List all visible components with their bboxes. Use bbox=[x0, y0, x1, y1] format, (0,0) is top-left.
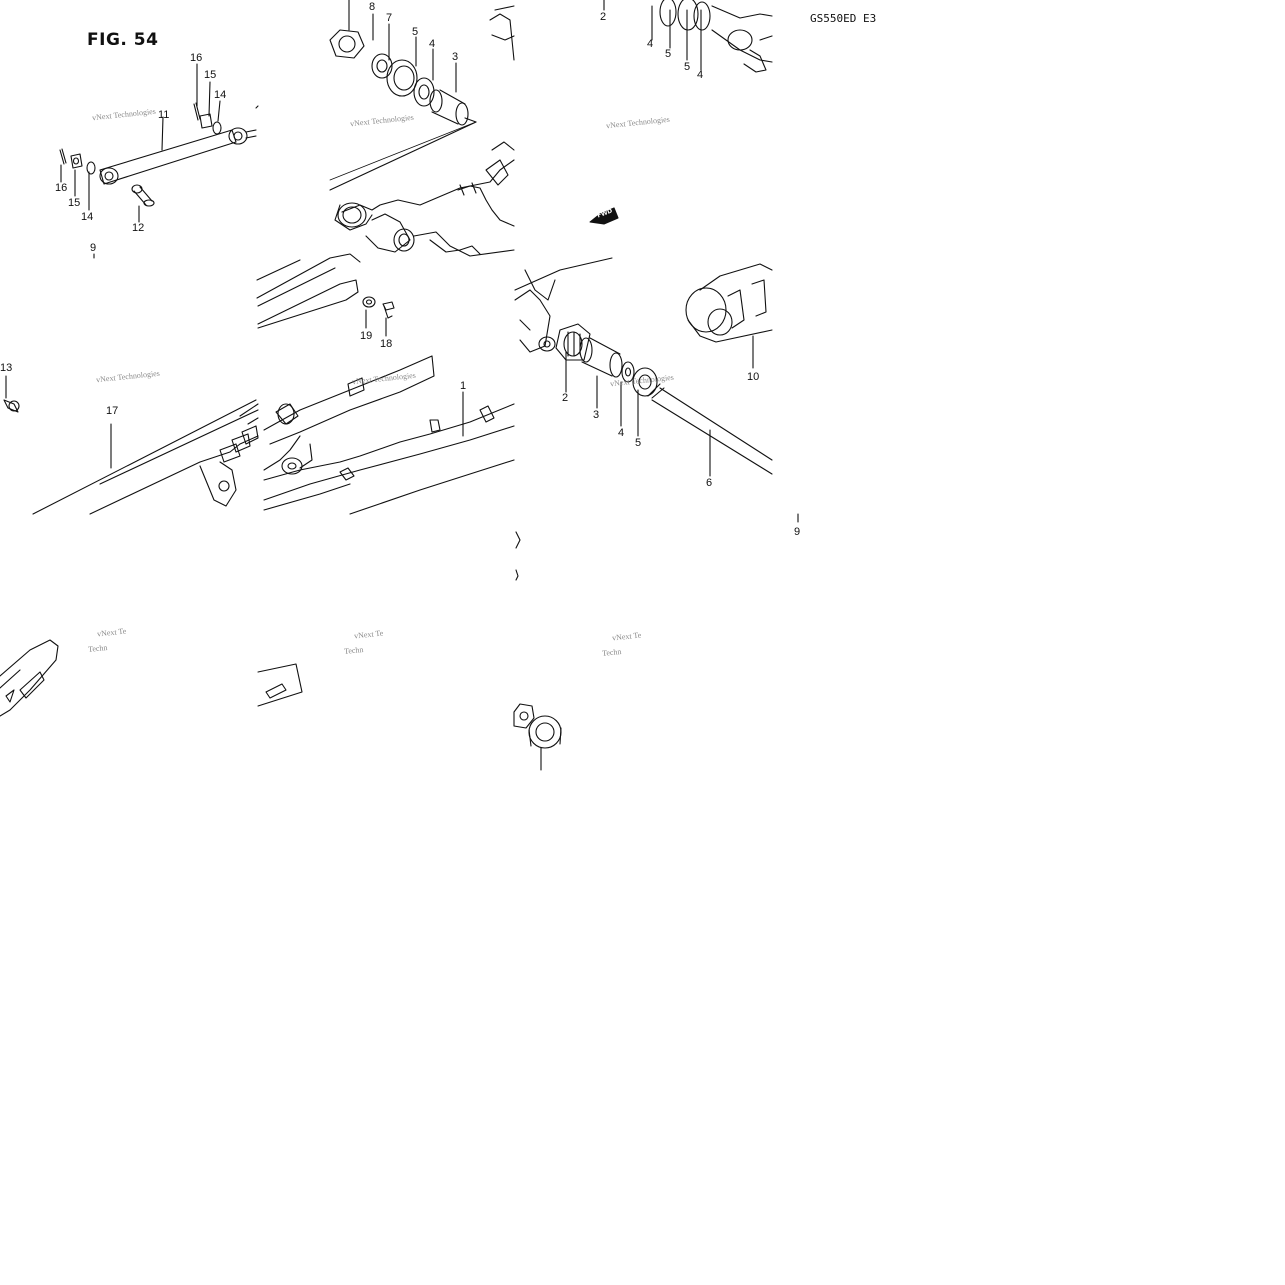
chain-adjuster-plate bbox=[258, 664, 302, 706]
right-pivot-parts bbox=[514, 0, 798, 770]
washer-front bbox=[213, 122, 221, 134]
figure-title: FIG. 54 bbox=[87, 30, 159, 50]
callout-19: 19 bbox=[360, 330, 373, 342]
pivot-spacer-right bbox=[582, 338, 620, 376]
callout-5: 5 bbox=[635, 437, 642, 449]
nut-front bbox=[200, 114, 212, 128]
callout-13: 13 bbox=[0, 362, 13, 374]
callout-14: 14 bbox=[214, 89, 227, 101]
callout-1: 1 bbox=[460, 380, 467, 392]
pivot-shaft bbox=[652, 388, 772, 474]
callout-3: 3 bbox=[452, 51, 459, 63]
chain-adjuster-tab bbox=[430, 406, 494, 432]
callout-4: 4 bbox=[697, 69, 704, 81]
torque-link-assembly bbox=[60, 64, 258, 258]
callout-3: 3 bbox=[593, 409, 600, 421]
callout-17: 17 bbox=[106, 405, 119, 417]
brake-stay-mount bbox=[340, 468, 354, 480]
callout-15: 15 bbox=[204, 69, 217, 81]
fwd-arrow bbox=[590, 208, 618, 224]
callout-5: 5 bbox=[412, 26, 419, 38]
chain-guard-clip bbox=[460, 183, 476, 195]
dust-seal-right bbox=[633, 368, 657, 396]
pivot-nut bbox=[330, 30, 364, 58]
nut-rear bbox=[71, 154, 82, 168]
callout-6: 6 bbox=[706, 477, 713, 489]
torque-link-rod bbox=[100, 130, 236, 184]
cotter-pin-rear bbox=[60, 150, 64, 164]
pivot-washer bbox=[372, 54, 392, 78]
callout-2: 2 bbox=[600, 11, 607, 23]
torque-link-rear-eye bbox=[100, 168, 118, 184]
callout-9: 9 bbox=[794, 526, 801, 538]
chain-case-bolt bbox=[384, 306, 392, 318]
callout-9: 9 bbox=[90, 242, 97, 254]
thrust-washer bbox=[622, 362, 634, 382]
callout-16: 16 bbox=[55, 182, 68, 194]
callout-8: 8 bbox=[369, 1, 376, 13]
needle-bearing bbox=[556, 324, 590, 360]
callout-7: 7 bbox=[386, 12, 393, 24]
callout-4: 4 bbox=[618, 427, 625, 439]
chain-case-end bbox=[0, 640, 58, 716]
pivot-bearing-parts bbox=[257, 0, 514, 336]
callout-4: 4 bbox=[429, 38, 436, 50]
chain-case-vents bbox=[220, 426, 258, 462]
bearing-ring bbox=[414, 78, 434, 106]
pivot-collar bbox=[276, 404, 298, 424]
torque-link-bolt bbox=[134, 187, 152, 205]
callout-12: 12 bbox=[132, 222, 145, 234]
callout-15: 15 bbox=[68, 197, 81, 209]
callout-5: 5 bbox=[665, 48, 672, 60]
callout-18: 18 bbox=[380, 338, 393, 350]
axle-collar bbox=[529, 716, 561, 748]
torque-link-front-eye bbox=[229, 128, 247, 144]
axle-nut bbox=[514, 704, 534, 728]
callout-14: 14 bbox=[81, 211, 94, 223]
model-code: GS550ED E3 bbox=[810, 12, 877, 25]
swingarm-pivot-boss bbox=[338, 203, 366, 227]
callout-10: 10 bbox=[747, 371, 760, 383]
swingarm-end-piece bbox=[688, 264, 772, 342]
pivot-spacer bbox=[432, 90, 465, 124]
chain-case-washer bbox=[363, 297, 375, 307]
callout-5: 5 bbox=[684, 61, 691, 73]
swingarm-center bbox=[258, 356, 514, 706]
swingarm-left bbox=[0, 376, 258, 716]
callout-4: 4 bbox=[647, 38, 654, 50]
callout-11: 11 bbox=[158, 109, 170, 121]
washer-rear bbox=[87, 162, 95, 174]
callout-16: 16 bbox=[190, 52, 203, 64]
callout-2: 2 bbox=[562, 392, 569, 404]
dust-seal bbox=[387, 60, 417, 96]
